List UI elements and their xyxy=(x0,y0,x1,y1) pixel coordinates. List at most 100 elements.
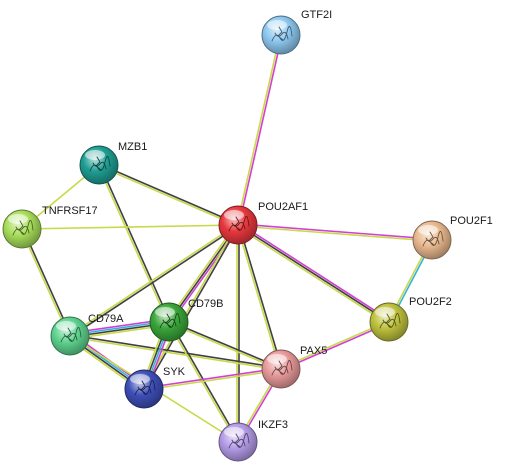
node-highlight xyxy=(85,150,105,160)
edge-strand-yellow xyxy=(236,226,389,325)
structure-trace xyxy=(134,380,156,396)
structure-trace xyxy=(159,313,181,329)
edge-strand-black xyxy=(99,163,239,225)
edge-strand-yellow xyxy=(237,225,432,242)
structure-trace xyxy=(379,313,401,329)
edge-pou2af1-cd79b[interactable] xyxy=(166,223,241,324)
edge-strand-yellow xyxy=(142,224,238,389)
edge-strand-black xyxy=(237,224,390,323)
structure-trace xyxy=(228,216,250,232)
node-highlight xyxy=(56,321,76,331)
edge-strand-black xyxy=(169,320,282,369)
node-mzb1[interactable] xyxy=(79,145,119,185)
node-tnfrsf17[interactable] xyxy=(2,209,42,249)
edge-cd79b-pax5[interactable] xyxy=(168,320,282,371)
node-highlight xyxy=(8,214,28,224)
structure-trace xyxy=(60,327,82,343)
edge-pou2af1-ikzf3[interactable] xyxy=(236,225,240,442)
node-label-syk: SYK xyxy=(163,366,186,378)
node-gtf2i[interactable] xyxy=(261,15,301,55)
node-cd79b[interactable] xyxy=(149,302,189,342)
edge-strand-black xyxy=(144,225,240,390)
edge-strand-black xyxy=(168,224,239,323)
node-label-cd79a: CD79A xyxy=(88,313,124,325)
node-highlight xyxy=(267,20,287,30)
edge-pou2af1-cd79a[interactable] xyxy=(69,223,239,338)
node-highlight xyxy=(418,225,438,235)
node-pou2f1[interactable] xyxy=(412,220,452,260)
structure-trace xyxy=(422,231,444,247)
node-label-pou2af1: POU2AF1 xyxy=(258,201,308,213)
edge-strand-black xyxy=(70,225,239,338)
edge-strand-yellow xyxy=(20,229,70,337)
node-label-cd79b: CD79B xyxy=(188,298,223,310)
edge-pou2af1-pou2f1[interactable] xyxy=(237,223,433,242)
edge-strand-yellow xyxy=(280,320,389,369)
structure-trace xyxy=(12,220,34,236)
edge-strand-yellow xyxy=(167,322,238,443)
edge-strand-black xyxy=(238,224,283,369)
edge-strand-yellow xyxy=(21,224,239,230)
edge-strand-magenta xyxy=(281,322,390,371)
edge-pou2af1-syk[interactable] xyxy=(142,224,240,390)
protein-structure-icon xyxy=(89,156,111,172)
edge-strand-magenta xyxy=(238,223,433,240)
node-label-pou2f2: POU2F2 xyxy=(409,296,452,308)
node-highlight xyxy=(224,427,244,437)
protein-structure-icon xyxy=(271,26,293,42)
protein-structure-icon xyxy=(60,327,82,343)
protein-structure-icon xyxy=(379,313,401,329)
structure-trace xyxy=(271,26,293,42)
edge-strand-yellow xyxy=(69,336,281,371)
nodes-layer xyxy=(2,15,452,462)
node-label-ikzf3: IKZF3 xyxy=(258,419,288,431)
edge-tnfrsf17-cd79a[interactable] xyxy=(20,228,72,337)
edge-tnfrsf17-pou2af1[interactable] xyxy=(21,224,239,230)
protein-structure-icon xyxy=(228,216,250,232)
edge-gtf2i-pou2af1[interactable] xyxy=(236,34,283,226)
protein-structure-icon xyxy=(12,220,34,236)
node-syk[interactable] xyxy=(124,369,164,409)
edge-strand-yellow xyxy=(69,223,238,336)
node-label-mzb1: MZB1 xyxy=(118,141,147,153)
protein-structure-icon xyxy=(159,313,181,329)
edge-pou2f2-pax5[interactable] xyxy=(280,320,390,371)
edge-cd79a-pax5[interactable] xyxy=(69,334,282,371)
node-ikzf3[interactable] xyxy=(218,422,258,462)
protein-structure-icon xyxy=(422,231,444,247)
protein-structure-icon xyxy=(134,380,156,396)
node-pou2f2[interactable] xyxy=(369,302,409,342)
edge-strand-yellow xyxy=(236,225,281,370)
node-highlight xyxy=(267,354,287,364)
structure-trace xyxy=(89,156,111,172)
edge-mzb1-pou2af1[interactable] xyxy=(98,163,239,227)
edge-pou2af1-pou2f2[interactable] xyxy=(236,222,391,325)
node-highlight xyxy=(375,307,395,317)
edge-strand-yellow xyxy=(236,34,281,225)
node-pax5[interactable] xyxy=(261,349,301,389)
structure-trace xyxy=(228,433,250,449)
protein-structure-icon xyxy=(271,360,293,376)
edge-strand-yellow xyxy=(166,223,238,322)
structure-trace xyxy=(271,360,293,376)
node-label-tnfrsf17: TNFRSF17 xyxy=(42,205,98,217)
edge-strand-black xyxy=(22,228,72,336)
node-cd79a[interactable] xyxy=(50,316,90,356)
node-pou2af1[interactable] xyxy=(218,205,258,245)
node-highlight xyxy=(224,210,244,220)
labels-layer: POU2AF1GTF2IMZB1TNFRSF17POU2F1POU2F2CD79… xyxy=(42,9,493,431)
edge-strand-yellow xyxy=(98,165,238,227)
node-highlight xyxy=(155,307,175,317)
edge-syk-pax5[interactable] xyxy=(143,367,282,391)
node-label-pax5: PAX5 xyxy=(300,345,327,357)
edge-strand-magenta xyxy=(143,367,281,389)
edge-strand-yellow xyxy=(168,322,281,371)
edge-pou2af1-pax5[interactable] xyxy=(236,224,283,370)
node-label-pou2f1: POU2F1 xyxy=(450,215,493,227)
protein-structure-icon xyxy=(228,433,250,449)
node-highlight xyxy=(130,374,150,384)
edge-strand-black xyxy=(70,334,282,369)
edge-strand-magenta xyxy=(238,222,391,321)
edge-mzb1-cd79b[interactable] xyxy=(97,164,171,323)
